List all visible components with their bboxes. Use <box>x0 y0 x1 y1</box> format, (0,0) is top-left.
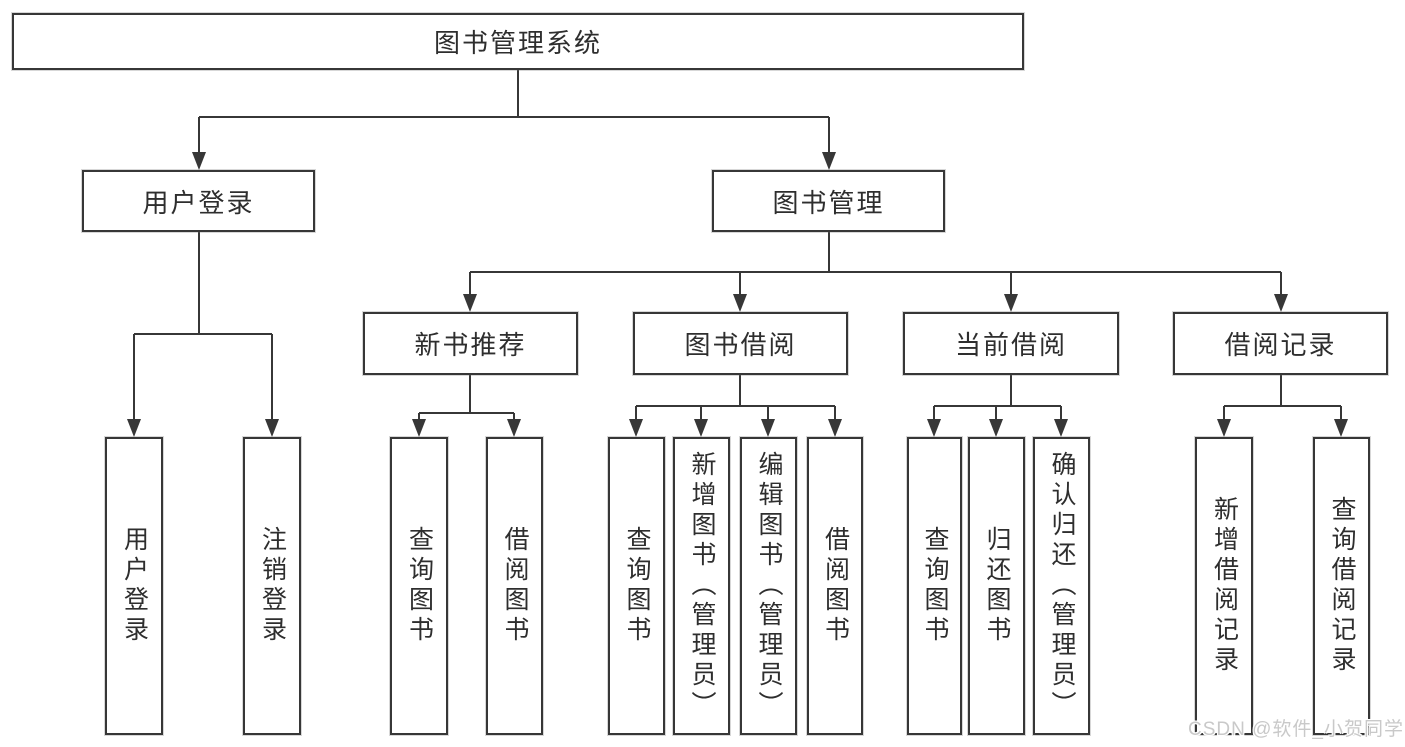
arrow-down-icon <box>629 419 643 437</box>
leaf-logout: 注销登录 <box>243 437 301 735</box>
arrow-down-icon <box>927 419 941 437</box>
connector-book-management-to-level3 <box>469 232 1282 295</box>
node-label: 新增借阅记录 <box>1210 496 1239 676</box>
leaf-return-books: 归还图书 <box>968 437 1025 735</box>
arrow-down-icon <box>192 152 206 170</box>
leaf-confirm-return-admin: 确认归还（管理员） <box>1033 437 1090 735</box>
connector-borrow-records-group <box>1223 375 1342 421</box>
arrow-down-icon <box>1274 294 1288 312</box>
connector-current-borrow-group <box>933 375 1062 421</box>
leaf-query-books-current: 查询图书 <box>907 437 962 735</box>
node-label: 新书推荐 <box>414 330 527 360</box>
arrow-down-icon <box>828 419 842 437</box>
connector-root-to-level2 <box>198 70 830 153</box>
node-label: 注销登录 <box>258 526 287 646</box>
node-label: 借阅图书 <box>821 526 850 646</box>
arrow-down-icon <box>412 419 426 437</box>
node-label: 图书管理 <box>772 187 885 218</box>
arrow-down-icon <box>507 419 521 437</box>
arrow-down-icon <box>1217 419 1231 437</box>
leaf-borrow-books-recommend: 借阅图书 <box>486 437 543 735</box>
connector-book-borrow-group <box>635 375 836 421</box>
node-label: 借阅记录 <box>1224 330 1337 360</box>
node-label: 归还图书 <box>983 526 1011 646</box>
arrow-down-icon <box>265 419 279 437</box>
node-label: 确认归还（管理员） <box>1048 451 1076 721</box>
arrowheads <box>127 152 1348 437</box>
leaf-query-borrow-record: 查询借阅记录 <box>1313 437 1370 735</box>
csdn-watermark: CSDN @软件_小贺同学 <box>1188 719 1404 740</box>
node-label: 图书借阅 <box>684 330 797 360</box>
leaf-user-login: 用户登录 <box>105 437 163 735</box>
node-current-borrow: 当前借阅 <box>903 312 1119 375</box>
node-label: 用户登录 <box>142 187 255 218</box>
arrow-down-icon <box>1334 419 1348 437</box>
arrow-down-icon <box>989 419 1003 437</box>
node-borrow-records: 借阅记录 <box>1173 312 1388 375</box>
node-label: 图书管理系统 <box>433 28 602 58</box>
arrow-down-icon <box>733 294 747 312</box>
leaf-query-books-recommend: 查询图书 <box>390 437 448 735</box>
arrow-down-icon <box>761 419 775 437</box>
node-new-book-recommend: 新书推荐 <box>363 312 578 375</box>
node-label: 查询图书 <box>623 526 651 646</box>
node-label: 新增图书（管理员） <box>688 451 716 721</box>
arrow-down-icon <box>127 419 141 437</box>
node-label: 当前借阅 <box>954 330 1067 360</box>
arrow-down-icon <box>1054 419 1068 437</box>
node-book-borrow: 图书借阅 <box>633 312 848 375</box>
node-user-login: 用户登录 <box>82 170 315 232</box>
node-root-system: 图书管理系统 <box>12 13 1024 70</box>
node-label: 查询图书 <box>405 526 434 646</box>
node-label: 查询借阅记录 <box>1328 496 1356 676</box>
leaf-borrow-books: 借阅图书 <box>807 437 863 735</box>
connector-user-login-group <box>133 232 273 420</box>
node-label: 用户登录 <box>120 526 149 646</box>
arrow-down-icon <box>694 419 708 437</box>
leaf-edit-books-admin: 编辑图书（管理员） <box>740 437 797 735</box>
leaf-query-books-borrow: 查询图书 <box>608 437 665 735</box>
arrow-down-icon <box>463 294 477 312</box>
connector-new-book-recommend-group <box>418 375 515 421</box>
arrow-down-icon <box>1004 294 1018 312</box>
node-label: 借阅图书 <box>501 526 529 646</box>
node-label: 编辑图书（管理员） <box>755 451 783 721</box>
node-label: 查询图书 <box>921 526 949 646</box>
node-book-management: 图书管理 <box>712 170 945 232</box>
arrow-down-icon <box>822 152 836 170</box>
leaf-add-books-admin: 新增图书（管理员） <box>673 437 730 735</box>
leaf-add-borrow-record: 新增借阅记录 <box>1195 437 1253 735</box>
